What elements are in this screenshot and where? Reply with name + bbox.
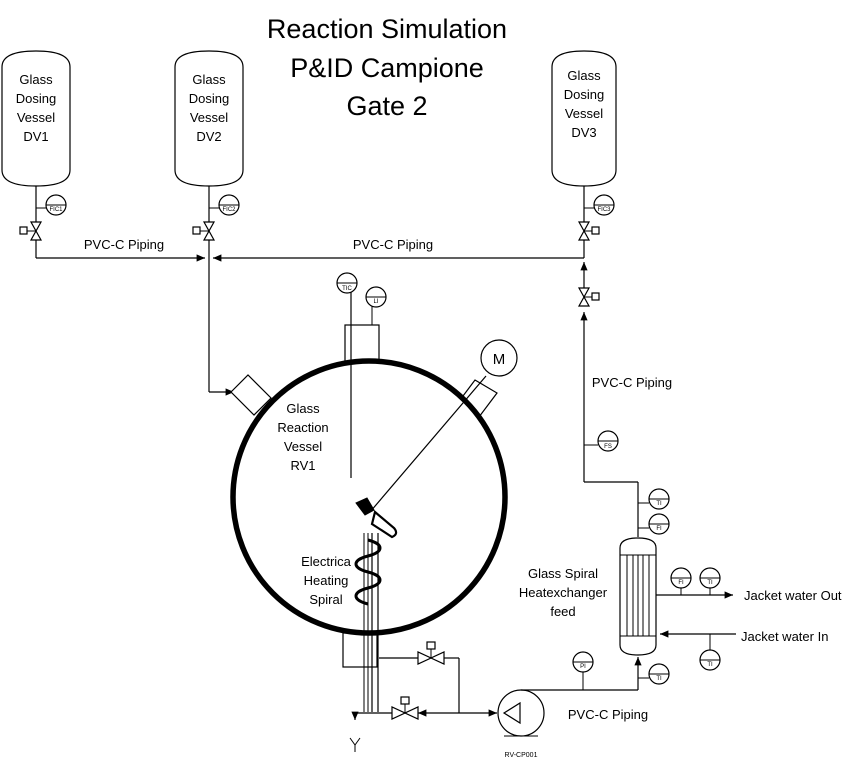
fi-top-label: FI bbox=[656, 526, 662, 532]
vessel-label-1: Glass bbox=[567, 68, 601, 83]
drain-valve[interactable] bbox=[391, 696, 419, 720]
fic1-label: FIC1 bbox=[49, 207, 63, 213]
vessel-label-2: Dosing bbox=[564, 87, 604, 102]
motor[interactable] bbox=[480, 339, 518, 377]
piping-label-vertical: PVC-C Piping bbox=[592, 375, 672, 390]
fic2-label: FIC2 bbox=[222, 207, 236, 213]
title-line-3: Gate 2 bbox=[346, 91, 427, 121]
vessel-label-3: Vessel bbox=[284, 439, 322, 454]
jacket-out-label: Jacket water Out bbox=[744, 588, 842, 603]
vessel-label-1: Glass bbox=[286, 401, 320, 416]
heat-exchanger bbox=[619, 537, 657, 656]
piping-label-left: PVC-C Piping bbox=[84, 237, 164, 252]
fic3-label: FIC3 bbox=[597, 207, 611, 213]
exchanger-label-1: Glass Spiral bbox=[528, 566, 598, 581]
agitator-shaft bbox=[369, 375, 487, 513]
dv2-valve[interactable] bbox=[192, 221, 216, 241]
exchanger-label-2: Heatexchanger bbox=[519, 585, 608, 600]
ti-top-label: TI bbox=[656, 501, 662, 507]
vessel-label-3: Vessel bbox=[190, 110, 228, 125]
li-label: LI bbox=[373, 299, 378, 305]
outlet-valve[interactable] bbox=[417, 641, 445, 665]
vessel-label-1: Glass bbox=[19, 72, 53, 87]
ti-side-label: TI bbox=[707, 580, 713, 586]
vessel-label-3: Vessel bbox=[17, 110, 55, 125]
fi-side-label: FI bbox=[678, 580, 684, 586]
pump-rv-cp001[interactable] bbox=[497, 689, 545, 737]
spiral-label-2: Heating bbox=[304, 573, 349, 588]
piping-label-right: PVC-C Piping bbox=[353, 237, 433, 252]
jacket-in-label: Jacket water In bbox=[741, 629, 828, 644]
vessel-label-2: Dosing bbox=[189, 91, 229, 106]
fs-label: FS bbox=[604, 444, 612, 450]
vessel-body bbox=[174, 50, 244, 187]
vessel-label-2: Dosing bbox=[16, 91, 56, 106]
impeller-icon bbox=[355, 497, 398, 539]
pi-label: PI bbox=[580, 664, 586, 670]
spiral-label-1: Electrica bbox=[301, 554, 352, 569]
piping-label-bottom: PVC-C Piping bbox=[568, 707, 648, 722]
motor-label: M bbox=[493, 351, 506, 368]
ti-bottom-label: TI bbox=[656, 676, 662, 682]
dv1-valve[interactable] bbox=[19, 221, 43, 241]
ti-in-label: TI bbox=[707, 662, 713, 668]
dosing-vessel-dv3: Glass Dosing Vessel DV3 bbox=[551, 50, 617, 187]
vessel-shell bbox=[230, 358, 508, 636]
dosing-vessel-dv1: Glass Dosing Vessel DV1 bbox=[1, 50, 71, 187]
spiral-label-3: Spiral bbox=[309, 592, 342, 607]
exchanger-label-3: feed bbox=[550, 604, 575, 619]
vessel-label-4: DV2 bbox=[196, 129, 221, 144]
return-valve[interactable] bbox=[577, 287, 600, 307]
vessel-label-4: DV1 bbox=[23, 129, 48, 144]
tic-label: TIC bbox=[342, 286, 352, 292]
dv3-valve[interactable] bbox=[577, 221, 600, 241]
vessel-label-3: Vessel bbox=[565, 106, 603, 121]
title-line-2: P&ID Campione bbox=[290, 53, 484, 83]
drain-funnel-icon bbox=[349, 737, 361, 752]
vessel-label-4: RV1 bbox=[290, 458, 315, 473]
vessel-body bbox=[1, 50, 71, 187]
pump-tag: RV-CP001 bbox=[505, 752, 538, 759]
vessel-label-4: DV3 bbox=[571, 125, 596, 140]
diagram-title: Reaction Simulation P&ID Campione Gate 2 bbox=[267, 14, 507, 121]
vessel-body bbox=[551, 50, 617, 187]
inlet-nozzle bbox=[230, 374, 272, 416]
vessel-label-1: Glass bbox=[192, 72, 226, 87]
reaction-vessel-rv1: Glass Reaction Vessel RV1 bbox=[230, 324, 508, 668]
dosing-vessel-dv2: Glass Dosing Vessel DV2 bbox=[174, 50, 244, 187]
title-line-1: Reaction Simulation bbox=[267, 14, 507, 44]
vessel-label-2: Reaction bbox=[277, 420, 328, 435]
